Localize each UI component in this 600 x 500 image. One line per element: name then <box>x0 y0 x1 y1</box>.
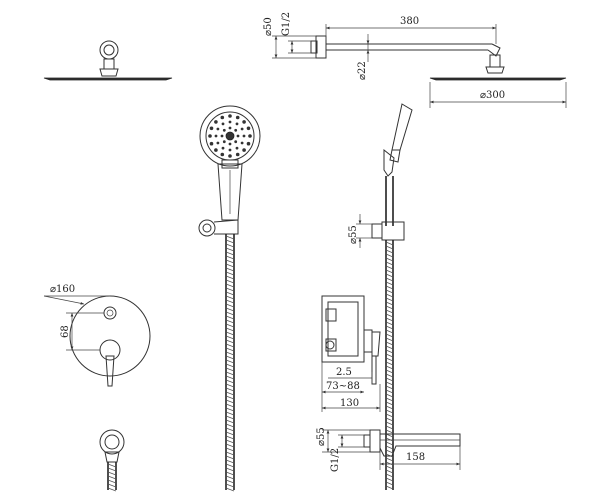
dim-head: ⌀300 <box>429 82 567 108</box>
dim-holder: ⌀55 <box>348 214 372 248</box>
label-arm-thread: G1/2 <box>281 12 292 36</box>
shower-arm-side-view <box>310 35 567 81</box>
label-holder-dia: ⌀55 <box>348 225 359 244</box>
nozzle-pattern <box>208 114 252 158</box>
dim-arm-length: 380 <box>325 16 497 44</box>
label-spout-thread: G1/2 <box>330 448 341 472</box>
label-head-dia: ⌀300 <box>480 90 505 101</box>
dim-spout-flange: ⌀55 <box>316 427 370 453</box>
dim-plate: ⌀160 <box>43 284 110 305</box>
dim-depth-range: 73~88 <box>322 381 364 394</box>
mixer-valve-icon <box>69 295 151 387</box>
dim-gap: 2.5 <box>328 367 373 384</box>
dim-arm-tube: ⌀22 <box>357 34 370 80</box>
dim-flange: ⌀50 G1/2 <box>263 12 316 59</box>
hose-outlet <box>99 429 125 492</box>
label-spout-flange-dia: ⌀55 <box>316 427 327 446</box>
rain-shower-head-front <box>43 40 173 81</box>
label-spout-length: 158 <box>406 452 425 463</box>
slide-rail-side-view <box>371 103 413 490</box>
dim-spout-thread: G1/2 <box>330 434 364 472</box>
dim-box-depth: 130 <box>321 362 381 412</box>
hose-icon <box>225 234 235 492</box>
label-flange-dia: ⌀50 <box>263 17 274 36</box>
hand-shower-icon <box>198 105 261 237</box>
label-arm-tube-dia: ⌀22 <box>357 61 368 80</box>
dim-spout-length: 158 <box>379 446 461 470</box>
label-depth-range: 73~88 <box>326 381 360 392</box>
label-plate-offset: 68 <box>60 325 71 338</box>
label-arm-length: 380 <box>400 16 419 27</box>
label-box-depth: 130 <box>340 398 359 409</box>
dim-plate-offset: 68 <box>60 312 104 351</box>
tub-spout-icon <box>363 429 461 457</box>
label-gap: 2.5 <box>336 367 352 378</box>
label-plate-dia: ⌀160 <box>50 284 75 295</box>
